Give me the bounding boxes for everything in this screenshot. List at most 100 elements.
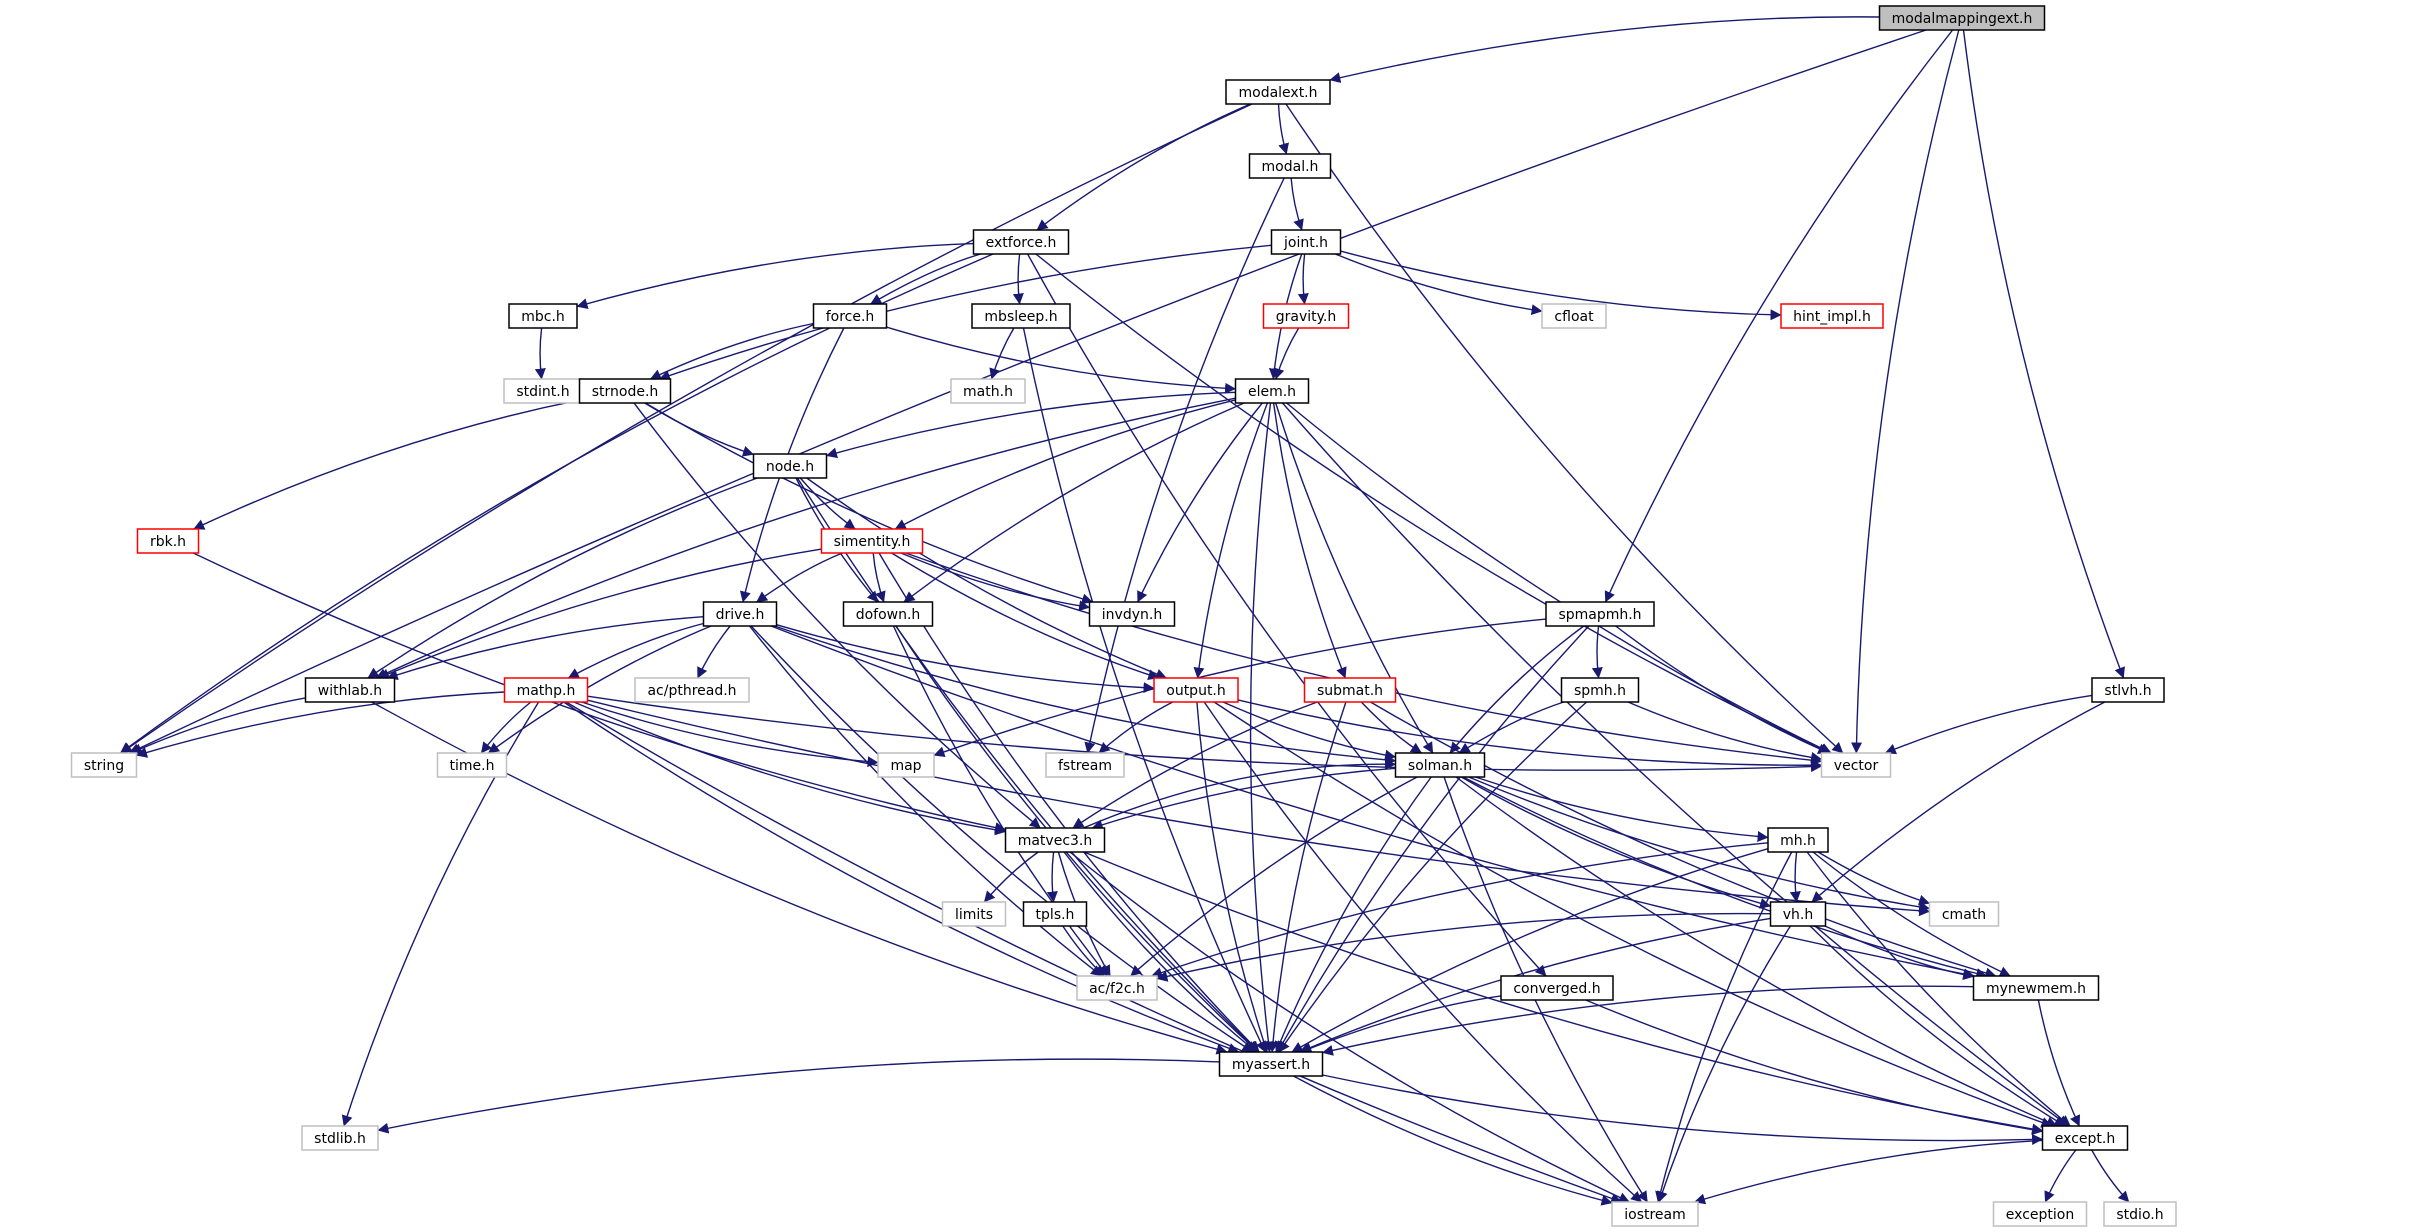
edge-vh-to-mynewmem	[1824, 925, 1975, 981]
node-label: cmath	[1942, 907, 1986, 923]
node-box	[877, 752, 935, 778]
node-gravity[interactable]: gravity.h	[1262, 303, 1350, 329]
node-mynewmem[interactable]: mynewmem.h	[1972, 975, 2100, 1001]
edge-strnode-to-invdyn	[644, 402, 1094, 605]
edge-mh-to-iostream	[1655, 851, 1793, 1203]
edge-modalmappingext-to-spmapmh	[1604, 29, 1954, 603]
node-box	[2091, 677, 2165, 703]
edge-mathp-to-time	[480, 701, 532, 754]
edge-submat-to-solman	[1360, 701, 1422, 754]
node-mbsleep[interactable]: mbsleep.h	[971, 303, 1071, 329]
node-output[interactable]: output.h	[1153, 677, 1239, 703]
node-invdyn[interactable]: invdyn.h	[1088, 601, 1176, 627]
edge-spmh-to-myassert	[1278, 701, 1588, 1053]
node-mbc[interactable]: mbc.h	[508, 303, 578, 329]
node-modalext[interactable]: modalext.h	[1225, 79, 1331, 105]
edge-strnode-to-node	[644, 402, 755, 457]
node-solman[interactable]: solman.h	[1394, 752, 1486, 778]
edge-mbc-to-stdint	[534, 327, 546, 380]
edge-mh-to-myassert	[1291, 848, 1769, 1053]
edge-spmh-to-vector	[1627, 701, 1823, 763]
node-drive[interactable]: drive.h	[702, 601, 778, 627]
node-spmh[interactable]: spmh.h	[1560, 677, 1640, 703]
edge-drive-to-solman	[774, 625, 1397, 766]
edge-converged-to-except	[1585, 999, 2044, 1136]
node-stdio: stdio.h	[2103, 1201, 2177, 1227]
node-label: math.h	[963, 384, 1013, 400]
node-box	[1769, 901, 1827, 927]
edge-extforce-to-converged	[1026, 253, 1547, 977]
edge-mynewmem-to-myassert	[1321, 985, 1974, 1056]
node-node[interactable]: node.h	[752, 453, 828, 479]
edge-elem-to-vector	[1286, 402, 1832, 754]
node-label: fstream	[1058, 758, 1112, 774]
edge-gravity-to-elem	[1273, 327, 1300, 380]
node-extforce[interactable]: extforce.h	[972, 229, 1070, 255]
edge-drive-to-time	[487, 625, 712, 754]
node-label: gravity.h	[1276, 309, 1337, 325]
edge-vh-to-myassert	[1299, 917, 1771, 1054]
edge-elem-to-withlab	[375, 397, 1236, 679]
node-except[interactable]: except.h	[2041, 1125, 2129, 1151]
node-label: ac/pthread.h	[647, 683, 736, 699]
node-stdint: stdint.h	[503, 378, 583, 404]
node-converged[interactable]: converged.h	[1500, 975, 1614, 1001]
node-box	[950, 378, 1026, 404]
node-label: converged.h	[1513, 981, 1600, 997]
node-modalmappingext[interactable]: modalmappingext.h	[1878, 5, 2046, 31]
node-label: vector	[1834, 758, 1879, 774]
node-label: modalmappingext.h	[1892, 11, 2033, 27]
node-spmapmh[interactable]: spmapmh.h	[1545, 601, 1655, 627]
edge-except-to-stdio	[2091, 1149, 2130, 1203]
node-box	[1780, 303, 1884, 329]
node-matvec3[interactable]: matvec3.h	[1004, 827, 1106, 853]
node-dofown[interactable]: dofown.h	[842, 601, 934, 627]
node-mh[interactable]: mh.h	[1767, 827, 1829, 853]
edge-mathp-to-vector	[587, 695, 1823, 773]
node-withlab[interactable]: withlab.h	[304, 677, 396, 703]
edge-vh-to-acf2c	[1156, 912, 1771, 982]
node-hint_impl[interactable]: hint_impl.h	[1780, 303, 1884, 329]
node-submat[interactable]: submat.h	[1303, 677, 1397, 703]
edge-drive-to-mathp	[567, 622, 704, 679]
edge-elem-to-dofown	[903, 402, 1245, 603]
node-modal[interactable]: modal.h	[1248, 153, 1332, 179]
node-stdlib: stdlib.h	[301, 1125, 379, 1151]
node-box	[1045, 752, 1125, 778]
node-box	[752, 453, 828, 479]
node-box	[436, 752, 508, 778]
node-acpthread: ac/pthread.h	[634, 677, 750, 703]
node-myassert[interactable]: myassert.h	[1218, 1051, 1324, 1077]
edge-modalmappingext-to-string	[128, 29, 1927, 754]
node-mathp[interactable]: mathp.h	[503, 677, 589, 703]
edge-converged-to-myassert	[1300, 995, 1502, 1054]
edge-spmapmh-to-spmh	[1591, 625, 1603, 679]
edge-except-to-iostream	[1694, 1139, 2043, 1205]
node-force[interactable]: force.h	[812, 303, 888, 329]
node-label: mathp.h	[517, 683, 576, 699]
node-stlvh[interactable]: stlvh.h	[2091, 677, 2165, 703]
node-rbk[interactable]: rbk.h	[136, 528, 200, 554]
node-label: invdyn.h	[1102, 607, 1162, 623]
node-label: stdint.h	[516, 384, 569, 400]
node-simentity[interactable]: simentity.h	[820, 528, 924, 554]
edge-submat-to-myassert	[1267, 701, 1347, 1053]
edge-extforce-to-force	[870, 253, 981, 305]
node-box	[1560, 677, 1640, 703]
node-box	[2103, 1201, 2177, 1227]
node-label: matvec3.h	[1018, 833, 1093, 849]
node-elem[interactable]: elem.h	[1234, 378, 1310, 404]
edge-mynewmem-to-except	[2037, 999, 2081, 1127]
node-tpls[interactable]: tpls.h	[1022, 901, 1088, 927]
edge-modalmappingext-to-stlvh	[1962, 29, 2125, 679]
edge-force-to-strnode	[649, 322, 814, 380]
edge-drive-to-acpthread	[697, 625, 731, 679]
node-vh[interactable]: vh.h	[1769, 901, 1827, 927]
edge-elem-to-solman	[1275, 402, 1434, 754]
edge-extforce-to-vector	[1035, 253, 1831, 754]
node-box	[1262, 303, 1350, 329]
node-strnode[interactable]: strnode.h	[578, 378, 672, 404]
node-joint[interactable]: joint.h	[1270, 229, 1342, 255]
node-box	[1972, 975, 2100, 1001]
